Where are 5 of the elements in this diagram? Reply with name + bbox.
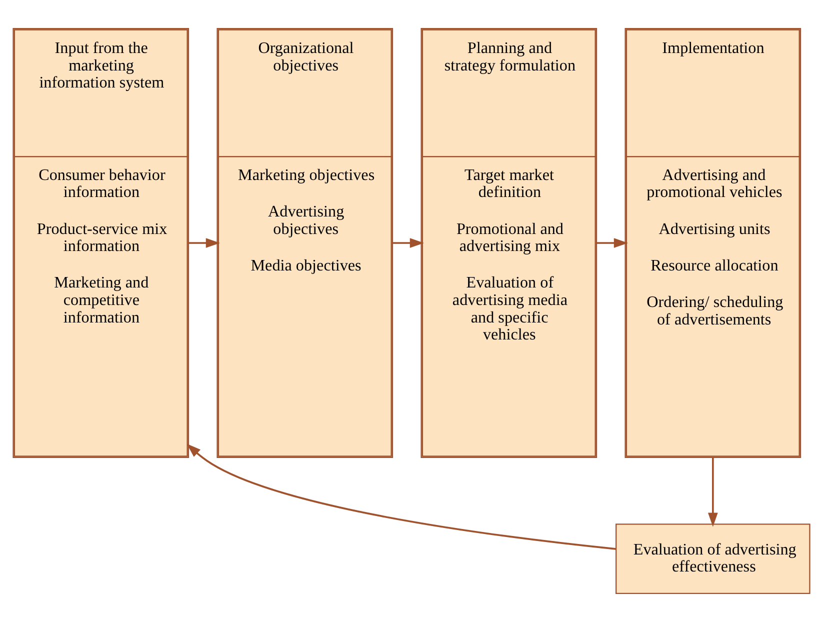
arrow xyxy=(708,457,718,526)
arrow xyxy=(596,238,628,248)
arrow xyxy=(392,238,424,248)
arrow xyxy=(186,443,616,550)
arrow xyxy=(188,238,220,248)
